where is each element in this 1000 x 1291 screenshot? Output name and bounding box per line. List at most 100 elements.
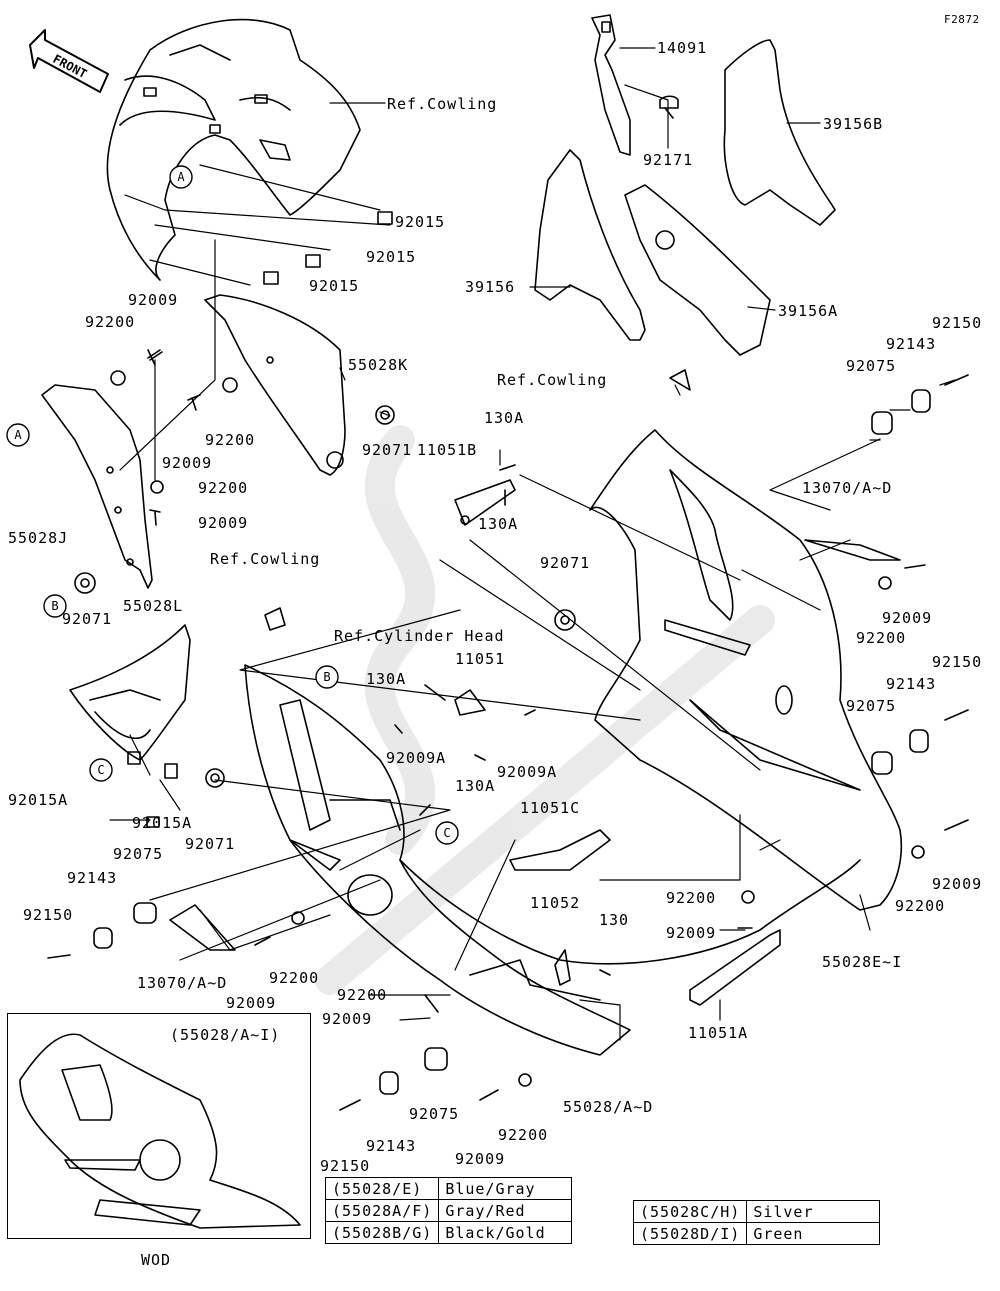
- callout-ref-cylinder-head: Ref.Cylinder Head: [334, 627, 505, 645]
- callout-92200-d: 92200: [856, 629, 907, 647]
- bracket-11051C: [509, 829, 611, 871]
- callout-92200-f: 92200: [666, 889, 717, 907]
- table-cell-code: (55028/E): [324, 1177, 440, 1200]
- callout-13070-b: 13070/A~D: [137, 974, 228, 992]
- table-cell-code: (55028A/F): [324, 1199, 440, 1222]
- callout-130A-b: 130A: [478, 515, 519, 533]
- callout-11051: 11051: [455, 650, 506, 668]
- inset-title: (55028/A~I): [170, 1026, 281, 1044]
- circle-ref-a-left-text: A: [14, 428, 22, 442]
- circle-ref-b-mid: [315, 665, 339, 689]
- callout-92075-d: 92075: [409, 1105, 460, 1123]
- callout-92143-d: 92143: [366, 1137, 417, 1155]
- lower-fairing: [399, 859, 861, 1001]
- circle-ref-c-mid-text: C: [443, 826, 450, 840]
- callout-92150-c: 92150: [23, 906, 74, 924]
- table-cell-color: Blue/Gray: [438, 1177, 573, 1200]
- callout-92071-d: 92071: [185, 835, 236, 853]
- callout-92075-c: 92075: [113, 845, 164, 863]
- table-row: (55028D/I) Green: [632, 1222, 881, 1245]
- side-cowl-right: [589, 429, 903, 911]
- circle-ref-b-left-text: B: [51, 599, 58, 613]
- callout-92071-b: 92071: [62, 610, 113, 628]
- table-cell-color: Gray/Red: [438, 1199, 573, 1222]
- bracket-11051B: [454, 479, 516, 526]
- table-cell-code: (55028B/G): [324, 1221, 440, 1244]
- circle-ref-a-top: [169, 165, 193, 189]
- callout-55028E-I: 55028E~I: [822, 953, 903, 971]
- callout-92009-c: 92009: [198, 514, 249, 532]
- table-row: (55028/E) Blue/Gray: [324, 1177, 573, 1200]
- panel-39156: [534, 149, 646, 341]
- callout-14091: 14091: [657, 39, 708, 57]
- circle-ref-a-top-text: A: [177, 170, 185, 184]
- callout-92009-a: 92009: [128, 291, 179, 309]
- table-cell-color: Black/Gold: [438, 1221, 573, 1244]
- panel-55028L: [69, 624, 191, 761]
- callout-92150-d: 92150: [320, 1157, 371, 1175]
- callout-92143-c: 92143: [67, 869, 118, 887]
- bracket-14091: [591, 14, 631, 156]
- side-cowl-left: [244, 664, 631, 1056]
- callout-92200-a: 92200: [85, 313, 136, 331]
- callout-130A-c: 130A: [366, 670, 407, 688]
- fasteners: [47, 211, 969, 1111]
- circle-ref-a-left: [6, 423, 30, 447]
- callout-92009-g: 92009: [226, 994, 277, 1012]
- color-table-right: (55028C/H) Silver (55028D/I) Green: [632, 1200, 881, 1245]
- callout-92150-a: 92150: [932, 314, 983, 332]
- callout-39156B: 39156B: [823, 115, 884, 133]
- callout-130: 130: [599, 911, 630, 929]
- callout-55028K: 55028K: [348, 356, 409, 374]
- panel-39156B: [723, 39, 836, 226]
- callout-92009-b: 92009: [162, 454, 213, 472]
- upper-cowling-reference: [106, 18, 361, 281]
- color-table-left: (55028/E) Blue/Gray (55028A/F) Gray/Red …: [324, 1177, 573, 1244]
- panel-55028K: [204, 294, 346, 476]
- callout-92200-e: 92200: [895, 897, 946, 915]
- table-row: (55028A/F) Gray/Red: [324, 1199, 573, 1222]
- table-cell-code: (55028D/I): [632, 1222, 748, 1245]
- trim-13070-right: [804, 539, 901, 561]
- callout-11051C: 11051C: [520, 799, 581, 817]
- bracket-11051: [424, 684, 486, 716]
- callout-13070-a: 13070/A~D: [802, 479, 893, 497]
- callout-92200-b: 92200: [205, 431, 256, 449]
- callout-92009A-a: 92009A: [386, 749, 447, 767]
- callout-ref-cowling-2: Ref.Cowling: [497, 371, 608, 389]
- callout-92075-b: 92075: [846, 697, 897, 715]
- callout-92009-f: 92009: [666, 924, 717, 942]
- callout-92143-a: 92143: [886, 335, 937, 353]
- inset-cowl-drawing: [19, 1033, 301, 1229]
- callout-92143-b: 92143: [886, 675, 937, 693]
- table-cell-color: Green: [746, 1222, 881, 1245]
- callout-92200-h: 92200: [337, 986, 388, 1004]
- callout-92071-c: 92071: [540, 554, 591, 572]
- callout-ref-cowling-1: Ref.Cowling: [387, 95, 498, 113]
- callout-11051A: 11051A: [688, 1024, 749, 1042]
- circle-ref-c-mid: [435, 821, 459, 845]
- callout-92009-d: 92009: [882, 609, 933, 627]
- table-cell-color: Silver: [746, 1200, 881, 1223]
- leader-lines: [109, 47, 956, 1041]
- callout-55028A-D: 55028/A~D: [563, 1098, 654, 1116]
- callout-92009-i: 92009: [455, 1150, 506, 1168]
- callout-92015-a: 92015: [395, 213, 446, 231]
- circle-ref-b-left: [43, 594, 67, 618]
- callout-55028L: 55028L: [123, 597, 184, 615]
- callout-ref-cowling-3: Ref.Cowling: [210, 550, 321, 568]
- figure-code: F2872: [944, 13, 980, 26]
- table-row: (55028B/G) Black/Gold: [324, 1221, 573, 1244]
- bracket-11052: [554, 949, 571, 986]
- table-row: (55028C/H) Silver: [632, 1200, 881, 1223]
- callout-92015-c: 92015: [309, 277, 360, 295]
- callout-92015A-b: 92015A: [132, 814, 193, 832]
- callout-92009A-b: 92009A: [497, 763, 558, 781]
- screw-92171: [659, 95, 679, 119]
- circle-ref-c-left: [89, 758, 113, 782]
- circle-ref-b-mid-text: B: [323, 670, 330, 684]
- front-arrow-label: FRONT: [51, 52, 89, 81]
- circle-ref-c-left-text: C: [97, 763, 104, 777]
- callout-92075-a: 92075: [846, 357, 897, 375]
